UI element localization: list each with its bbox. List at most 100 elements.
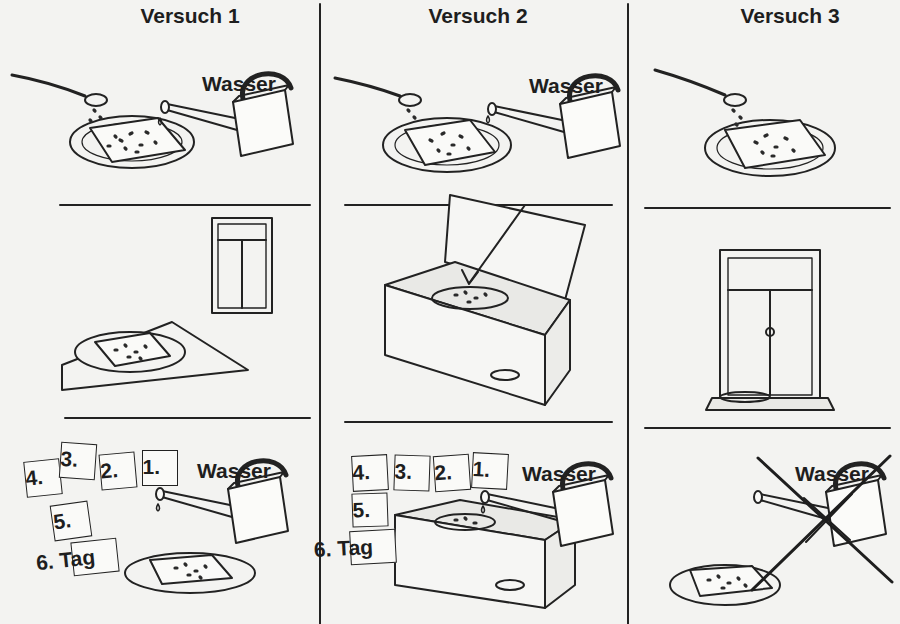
paper-sheet	[690, 566, 772, 596]
can-label: Wasser	[522, 462, 596, 486]
day-card: 3.	[59, 442, 97, 480]
can-spout	[162, 491, 232, 517]
plate	[125, 553, 255, 593]
water-drop	[159, 118, 162, 125]
plate	[383, 118, 511, 172]
can-label: Wasser	[529, 74, 603, 98]
seeds	[115, 345, 146, 359]
can-label: Wasser	[795, 462, 869, 486]
can-rose	[156, 488, 164, 500]
row-separator	[60, 204, 310, 206]
can-spout	[494, 106, 564, 132]
can-rose	[488, 103, 496, 115]
paper-sheet	[725, 120, 825, 168]
box-front	[395, 515, 545, 608]
plate	[70, 116, 194, 168]
row-separator	[65, 417, 310, 419]
spoon-bowl	[85, 94, 107, 106]
day-card: 2.	[433, 454, 471, 492]
day-number: 5.	[352, 498, 370, 523]
seeds	[455, 292, 486, 302]
seeds	[708, 576, 746, 588]
seeds	[455, 518, 476, 523]
column-separator	[319, 4, 321, 624]
spoon-bowl	[724, 94, 746, 106]
seeds	[733, 110, 794, 156]
experiment-column: Versuch 3 Wasser	[630, 0, 900, 624]
day-number: 4.	[352, 460, 371, 485]
window-mullion	[241, 240, 243, 308]
can-rose	[161, 101, 169, 113]
day-card: 4.	[351, 454, 389, 492]
day-number: 2.	[434, 460, 453, 485]
can-body	[553, 480, 613, 546]
day-card: 1.	[142, 450, 178, 486]
day-number: 3.	[60, 447, 79, 472]
row-separator	[345, 421, 612, 423]
can-rose	[754, 491, 762, 503]
window-frame	[728, 258, 812, 395]
cross-line	[752, 456, 890, 590]
day-number: 4.	[24, 465, 44, 491]
watering-can: Wasser	[200, 455, 300, 550]
water-drop	[482, 506, 485, 513]
box-handle	[491, 370, 519, 380]
column-separator	[627, 4, 629, 624]
window-frame	[218, 224, 266, 308]
watering-can: Wasser	[532, 70, 632, 165]
day-number: 1.	[472, 457, 491, 482]
day-number: 2.	[99, 458, 119, 483]
plate	[705, 120, 835, 176]
window	[720, 250, 820, 398]
day-number: 6. Tag	[313, 535, 373, 562]
can-body	[228, 477, 288, 543]
day-number: 3.	[394, 459, 412, 484]
day-card: 5.	[351, 492, 388, 527]
window-knob	[766, 328, 774, 336]
day-card: 1.	[471, 452, 509, 490]
seeds	[408, 110, 469, 154]
can-body	[826, 480, 886, 546]
seeds	[175, 564, 206, 578]
paper-sheet	[405, 120, 495, 165]
plate	[432, 287, 508, 309]
box-front	[385, 285, 545, 405]
experiment-column: Versuch 2 Wasser 4. 3. 2. 1. 5. 6. Tag Wasser	[322, 0, 628, 624]
watering-can: Wasser	[205, 68, 305, 163]
column-heading: Versuch 3	[740, 4, 839, 28]
column-heading: Versuch 2	[428, 4, 527, 28]
watering-can: Wasser	[525, 458, 625, 553]
day-card: 2.	[98, 451, 137, 490]
box-side	[545, 300, 570, 405]
seeds	[90, 110, 794, 588]
plate	[435, 514, 495, 530]
spoon-handle	[335, 78, 400, 96]
day-number: 5.	[52, 508, 73, 534]
illustration-lines	[12, 4, 890, 624]
can-label: Wasser	[202, 72, 276, 96]
watering-can: Wasser	[798, 458, 898, 553]
can-body	[233, 90, 293, 156]
plate	[75, 332, 185, 372]
experiment-column: Versuch 1 Wasser 4. 3. 2. 1. 5. 6. Tag Wasser	[0, 0, 320, 624]
day-card: 5.	[50, 501, 93, 542]
day-number: 1.	[142, 455, 160, 479]
seeds	[90, 110, 156, 152]
day-number: 6. Tag	[35, 545, 96, 575]
can-spout	[487, 494, 557, 520]
column-heading: Versuch 1	[140, 4, 239, 28]
day-card: 6. Tag	[349, 529, 397, 565]
spoon-handle	[655, 70, 725, 95]
plate	[670, 565, 780, 605]
window	[212, 218, 272, 313]
paper-sheet	[90, 118, 185, 162]
arrow-head	[462, 270, 478, 284]
day-card: 3.	[393, 454, 430, 491]
can-label: Wasser	[197, 459, 271, 483]
no-water-cross	[752, 456, 892, 590]
cross-line	[758, 458, 892, 582]
spoon-bowl	[399, 94, 421, 106]
